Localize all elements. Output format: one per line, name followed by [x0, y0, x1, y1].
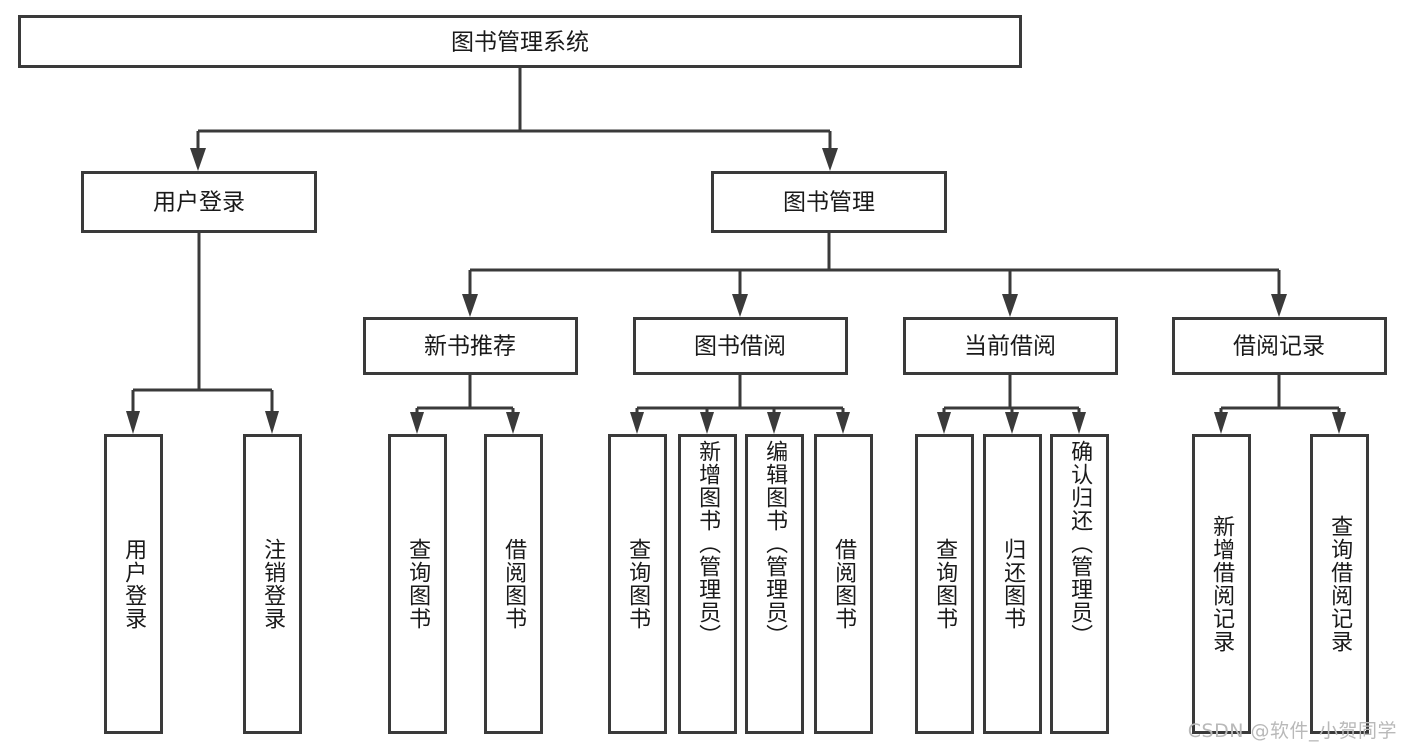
node-root[interactable]: 图书管理系统 [18, 15, 1022, 68]
node-current-borrow[interactable]: 当前借阅 [903, 317, 1118, 375]
node-book-borrow-label: 图书借阅 [694, 334, 786, 360]
connector-new-book-rec-to-leaves [410, 373, 520, 434]
leaf-box-logout[interactable] [243, 434, 302, 734]
leaf-box-edit-book[interactable] [745, 434, 804, 734]
node-current-borrow-label: 当前借阅 [964, 334, 1056, 360]
leaf-box-add-record[interactable] [1192, 434, 1251, 734]
leaf-box-user-login[interactable] [104, 434, 163, 734]
leaf-box-query-record[interactable] [1310, 434, 1369, 734]
node-user-login[interactable]: 用户登录 [81, 171, 317, 233]
leaf-box-query-book-1[interactable] [388, 434, 447, 734]
connector-user-login-to-leaves [126, 232, 279, 434]
leaf-boxes [104, 434, 1369, 734]
connector-book-manage-to-level3 [462, 232, 1287, 317]
node-user-login-label: 用户登录 [153, 190, 245, 216]
connector-root-to-level2 [190, 67, 838, 171]
node-new-book-rec[interactable]: 新书推荐 [363, 317, 578, 375]
node-book-manage-label: 图书管理 [783, 190, 875, 216]
watermark-text: CSDN @软件_小贺同学 [1187, 720, 1397, 742]
connector-book-borrow-to-leaves [630, 373, 850, 434]
connector-current-borrow-to-leaves [937, 373, 1086, 434]
node-new-book-rec-label: 新书推荐 [424, 334, 516, 360]
node-root-label: 图书管理系统 [451, 30, 589, 56]
node-borrow-record[interactable]: 借阅记录 [1172, 317, 1387, 375]
node-book-manage[interactable]: 图书管理 [711, 171, 947, 233]
leaf-box-borrow-book-1[interactable] [484, 434, 543, 734]
node-borrow-record-label: 借阅记录 [1233, 334, 1325, 360]
leaf-box-borrow-book-2[interactable] [814, 434, 873, 734]
connector-borrow-record-to-leaves [1214, 373, 1346, 434]
leaf-box-add-book[interactable] [678, 434, 737, 734]
leaf-box-query-book-2[interactable] [608, 434, 667, 734]
leaf-box-return-book[interactable] [983, 434, 1042, 734]
leaf-box-confirm-return[interactable] [1050, 434, 1109, 734]
leaf-box-query-book-3[interactable] [915, 434, 974, 734]
node-book-borrow[interactable]: 图书借阅 [633, 317, 848, 375]
